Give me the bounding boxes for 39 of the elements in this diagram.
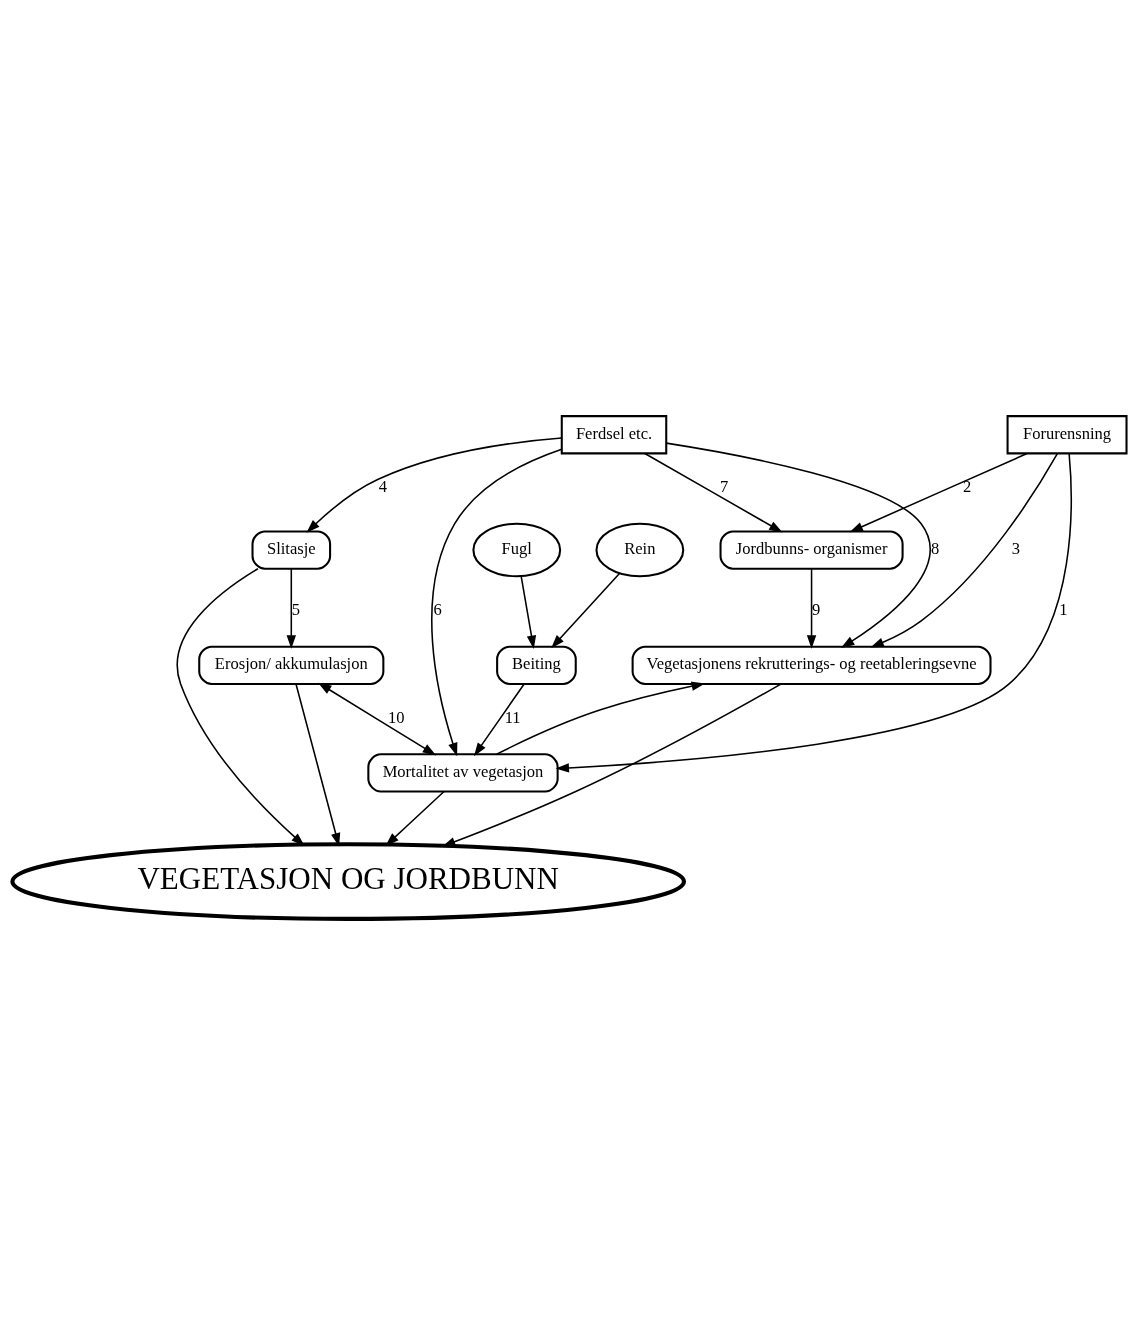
arrow xyxy=(644,452,783,533)
edge-label: 11 xyxy=(504,708,521,728)
arrow xyxy=(520,575,537,649)
arrow xyxy=(806,568,817,649)
edge-label: 10 xyxy=(388,708,405,728)
arrow xyxy=(286,568,296,649)
arrow xyxy=(176,567,305,846)
edge-label: 5 xyxy=(291,600,301,620)
node-ellipse: Rein xyxy=(595,522,685,578)
arrow xyxy=(473,683,525,757)
arrow xyxy=(385,790,445,846)
arrow xyxy=(306,437,563,533)
node-box: Beiting xyxy=(496,645,577,685)
edge-label: 8 xyxy=(931,538,940,558)
edge-label: 4 xyxy=(378,477,387,497)
arrow xyxy=(495,681,706,755)
arrow xyxy=(318,682,437,756)
edge-label: 1 xyxy=(1059,600,1068,620)
arrow xyxy=(870,452,1059,648)
node-ellipse: VEGETASJON OG JORDBUNN xyxy=(10,842,687,921)
node-box: Jordbunns- organismer xyxy=(719,530,904,570)
edge-label: 3 xyxy=(1011,538,1020,558)
node-box: Erosjon/ akkumulasjon xyxy=(198,645,385,685)
edge-label: 7 xyxy=(720,477,729,497)
node-box: Mortalitet av vegetasjon xyxy=(367,753,559,793)
node-box: Vegetasjonens rekrutterings- og reetableringsevne xyxy=(631,645,992,685)
edge-label: 6 xyxy=(433,600,442,620)
arrow xyxy=(551,572,621,649)
arrow xyxy=(849,452,1028,533)
node-box: Forurensning xyxy=(1006,415,1128,455)
arrow xyxy=(431,448,563,757)
edge-label: 2 xyxy=(963,477,972,497)
arrow xyxy=(295,683,341,847)
node-ellipse: Fugl xyxy=(472,522,562,578)
arrow xyxy=(665,442,931,648)
edge-label: 9 xyxy=(812,600,821,620)
node-box: Slitasje xyxy=(251,530,332,570)
arrow xyxy=(555,452,1072,773)
node-box: Ferdsel etc. xyxy=(560,415,668,455)
